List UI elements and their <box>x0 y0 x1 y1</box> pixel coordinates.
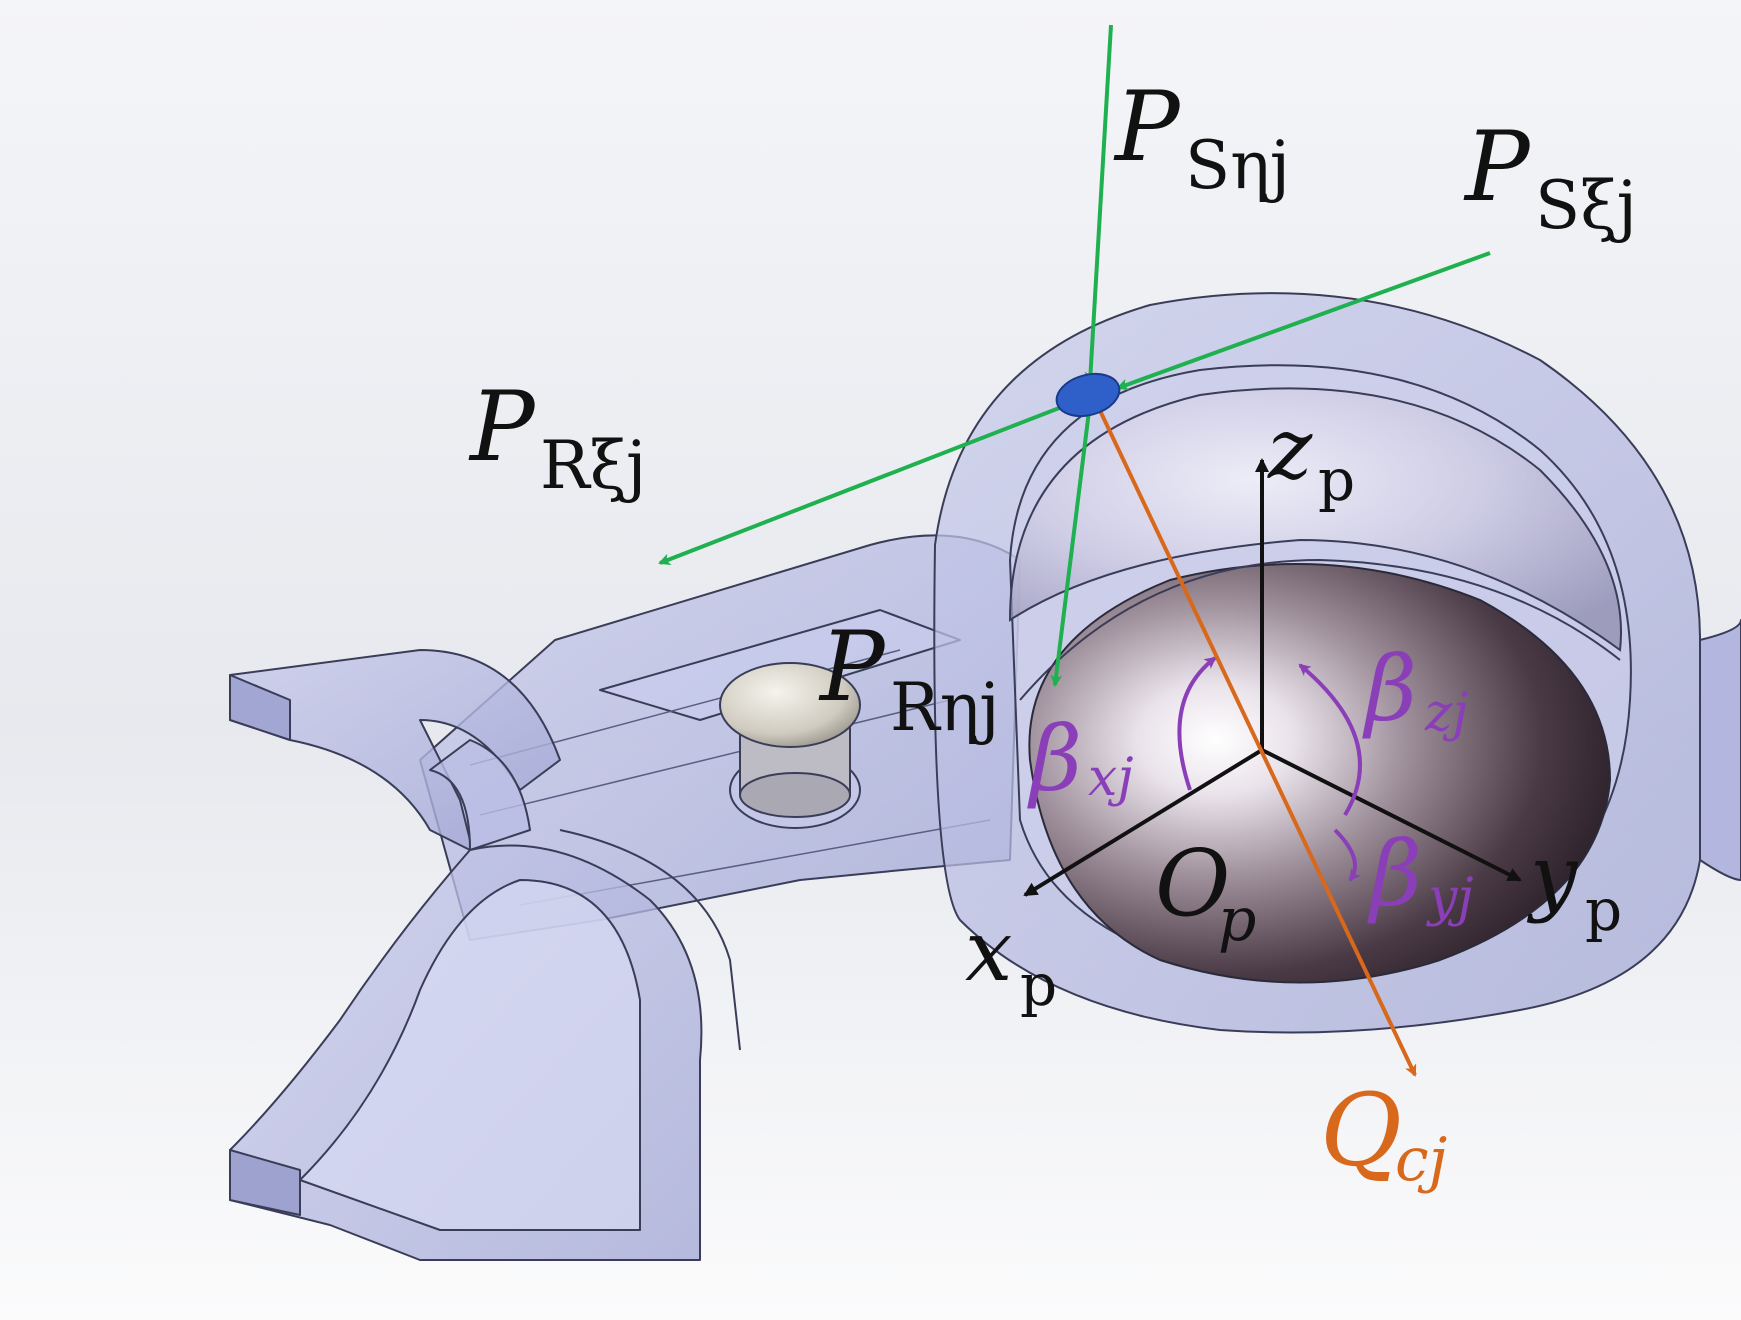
beta-y-sub: yj <box>1426 868 1474 928</box>
origin-main: O <box>1155 830 1230 937</box>
fork-upper <box>229 649 561 851</box>
p-s-eta-sub: Sηj <box>1185 127 1290 204</box>
p-r-xi-sub: Rξj <box>540 427 647 504</box>
p-s-eta-main: P <box>1113 71 1181 183</box>
y-axis-main: y <box>1526 827 1579 925</box>
pin-head <box>719 662 861 748</box>
p-s-xi-arrow <box>1116 251 1491 391</box>
rotation-angles <box>1177 656 1362 882</box>
label-p-r-eta-j: P Rηj <box>818 611 1000 746</box>
y-axis-arrow <box>1261 748 1522 882</box>
beta-x-main: β <box>1027 707 1082 812</box>
p-r-eta-sub: Rηj <box>890 669 1000 746</box>
p-s-xi-main: P <box>1463 111 1531 223</box>
ball <box>1028 563 1612 984</box>
label-z-axis: z p <box>1267 400 1355 514</box>
beta-x-arc <box>1177 656 1217 791</box>
q-c-main: Q <box>1320 1072 1402 1189</box>
q-c-sub: cj <box>1395 1125 1447 1195</box>
beta-z-main: β <box>1362 637 1417 742</box>
label-y-axis: y p <box>1526 827 1622 944</box>
label-q-c-j: Q cj <box>1320 1072 1447 1195</box>
label-p-r-xi-j: P Rξj <box>468 371 647 504</box>
label-beta-x: β xj <box>1027 707 1133 812</box>
label-beta-z: β zj <box>1362 637 1469 743</box>
p-s-eta-arrow <box>1084 24 1113 384</box>
force-vectors <box>658 24 1491 687</box>
z-axis-sub: p <box>1318 446 1355 514</box>
x-axis-sub: p <box>1020 951 1057 1019</box>
x-axis-arrow <box>1023 748 1264 897</box>
label-beta-y: β yj <box>1367 822 1474 928</box>
origin-sub: p <box>1218 885 1256 955</box>
contact-patch <box>1055 372 1121 418</box>
z-axis-main: z <box>1267 400 1313 498</box>
p-r-xi-main: P <box>468 371 536 483</box>
beta-x-sub: xj <box>1088 748 1133 808</box>
label-origin: O p <box>1155 830 1256 955</box>
label-x-axis: x p <box>965 902 1057 1019</box>
p-s-xi-sub: Sξj <box>1535 167 1637 244</box>
beta-z-arc <box>1298 663 1362 817</box>
p-r-eta-arrow <box>1050 402 1092 687</box>
coordinate-axes <box>1023 458 1522 897</box>
p-r-xi-arrow <box>658 396 1086 565</box>
upper-dome <box>1008 387 1622 652</box>
beta-z-sub: zj <box>1424 683 1469 743</box>
label-p-s-xi-j: P Sξj <box>1463 111 1637 244</box>
p-r-eta-main: P <box>818 611 886 723</box>
beta-y-arc <box>1333 828 1361 882</box>
x-axis-main: x <box>965 902 1012 1000</box>
y-axis-sub: p <box>1585 876 1622 944</box>
q-c-arrow <box>1093 399 1417 1077</box>
label-p-s-eta-j: P Sηj <box>1113 71 1290 204</box>
beta-y-main: β <box>1367 822 1422 927</box>
